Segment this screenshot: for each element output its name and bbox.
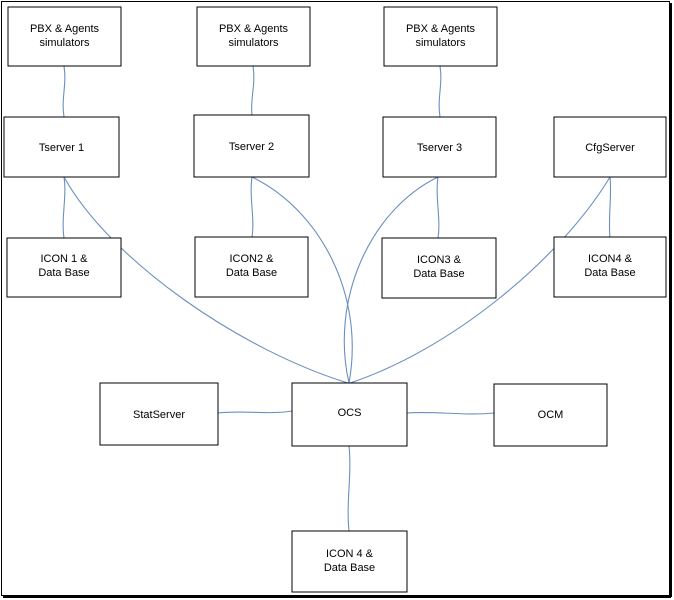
node-icon-4-top: ICON4 & Data Base — [553, 236, 667, 298]
node-pbx-3: PBX & Agents simulators — [383, 6, 498, 67]
node-icon-4-bottom-line-2: Data Base — [324, 562, 375, 574]
node-tserver-3-label: Tserver 3 — [417, 142, 462, 154]
node-icon-1-line-2: Data Base — [38, 267, 89, 279]
node-icon-4-bottom: ICON 4 & Data Base — [291, 530, 408, 593]
edge-cfgserver-ocs — [349, 176, 611, 384]
edge-tserver1-icon1 — [62, 176, 66, 239]
edge-tserver2-icon2 — [250, 176, 254, 238]
edge-statserver-ocs — [217, 410, 293, 414]
node-tserver-2: Tserver 2 — [193, 114, 310, 178]
node-cfgserver: CfgServer — [553, 116, 667, 178]
node-icon-3: ICON3 & Data Base — [381, 237, 497, 299]
node-icon-2: ICON2 & Data Base — [194, 236, 309, 298]
node-pbx-2-line-1: PBX & Agents — [219, 23, 289, 35]
node-ocm: OCM — [493, 383, 608, 447]
edge-tserver1-ocs — [63, 176, 349, 384]
node-icon-1-line-1: ICON 1 & — [40, 253, 88, 265]
node-ocs: OCS — [291, 382, 408, 447]
node-pbx-2-line-2: simulators — [228, 37, 279, 49]
node-statserver: StatServer — [99, 382, 219, 446]
node-icon-4-top-line-2: Data Base — [584, 267, 635, 279]
node-pbx-3-line-1: PBX & Agents — [406, 23, 476, 35]
node-pbx-1-line-1: PBX & Agents — [30, 23, 100, 35]
edge-pbx3-tserver3 — [438, 65, 442, 118]
node-ocm-label: OCM — [538, 409, 564, 421]
node-icon-3-line-2: Data Base — [413, 268, 464, 280]
edge-pbx2-tserver2 — [251, 65, 255, 116]
node-tserver-1-label: Tserver 1 — [39, 142, 84, 154]
node-pbx-1-line-2: simulators — [39, 37, 90, 49]
node-pbx-2: PBX & Agents simulators — [196, 6, 311, 67]
node-tserver-3: Tserver 3 — [382, 116, 497, 178]
edge-tserver3-ocs — [343, 176, 439, 384]
edge-tserver2-ocs — [251, 176, 353, 384]
node-tserver-2-label: Tserver 2 — [229, 141, 274, 153]
node-pbx-1: PBX & Agents simulators — [7, 6, 122, 67]
edge-ocs-ocm — [406, 411, 495, 415]
edge-ocs-icon4-bottom — [347, 445, 351, 532]
node-icon-2-line-2: Data Base — [226, 267, 277, 279]
node-icon-1: ICON 1 & Data Base — [6, 237, 122, 298]
node-icon-2-line-1: ICON2 & — [229, 253, 274, 265]
node-ocs-label: OCS — [338, 407, 362, 419]
node-cfgserver-label: CfgServer — [585, 142, 635, 154]
node-tserver-1: Tserver 1 — [3, 116, 120, 178]
node-icon-3-line-1: ICON3 & — [417, 254, 462, 266]
node-icon-4-bottom-line-1: ICON 4 & — [326, 548, 374, 560]
node-statserver-label: StatServer — [133, 409, 185, 421]
edge-cfgserver-icon4-top — [608, 176, 612, 238]
edge-tserver3-icon3 — [436, 176, 440, 239]
node-pbx-3-line-2: simulators — [415, 37, 466, 49]
node-icon-4-top-line-1: ICON4 & — [588, 253, 633, 265]
edge-pbx1-tserver1 — [62, 65, 66, 118]
connections — [62, 65, 612, 532]
